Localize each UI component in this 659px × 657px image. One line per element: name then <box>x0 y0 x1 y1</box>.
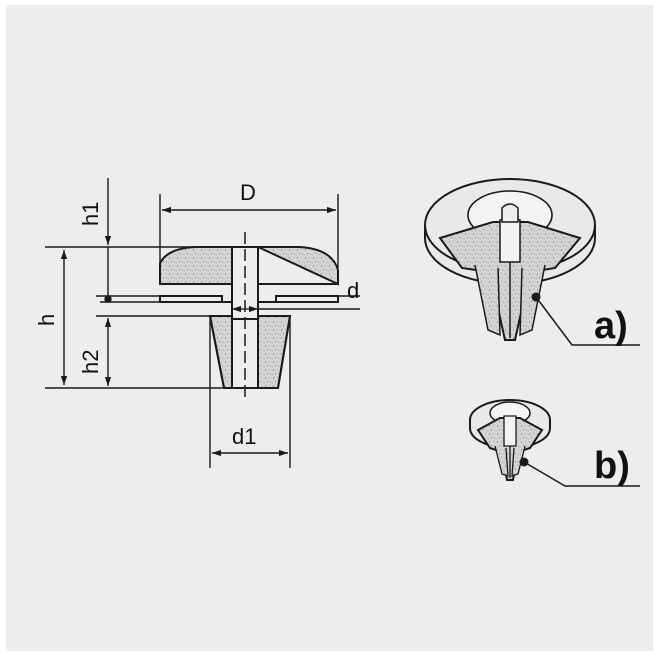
dimensions <box>45 178 360 468</box>
label-D: D <box>240 180 256 205</box>
perspective-view-a <box>424 178 640 346</box>
collar-left <box>159 295 223 303</box>
callout-labels: a) b) <box>594 305 630 487</box>
tapered-shank-right <box>257 315 292 389</box>
label-d: d <box>347 278 359 303</box>
perspective-view-b <box>469 399 640 487</box>
dimension-labels: D d d1 h h1 h2 <box>34 180 359 449</box>
callout-a: a) <box>594 305 628 347</box>
section-view <box>159 232 339 400</box>
label-h1: h1 <box>78 202 103 226</box>
label-d1: d1 <box>232 424 256 449</box>
cap-left-half <box>159 246 233 285</box>
cap-right-half <box>257 246 339 286</box>
cap-a-slot <box>499 219 521 263</box>
collar-right <box>275 295 339 303</box>
label-h2: h2 <box>78 350 103 374</box>
callout-b: b) <box>594 445 630 487</box>
diagram-panel <box>6 5 653 651</box>
label-h: h <box>34 314 59 326</box>
